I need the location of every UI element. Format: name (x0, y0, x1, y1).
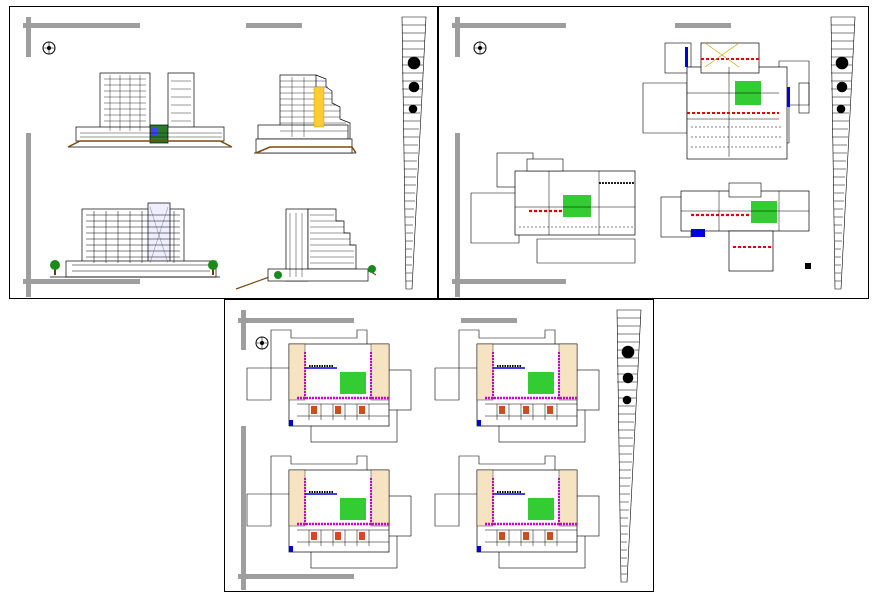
elevation-c (50, 202, 220, 278)
typical-floor-plan-1 (245, 328, 413, 444)
floor-plan-lower-right (660, 182, 811, 272)
grey-band (238, 318, 354, 323)
grey-band (452, 23, 566, 28)
grey-band (23, 279, 140, 284)
sheet-plans (438, 6, 869, 299)
grey-band (455, 133, 460, 297)
elevation-c-windows (72, 206, 210, 272)
elevations-drawing (23, 16, 427, 297)
grey-band (241, 310, 246, 350)
tree-icon (50, 260, 218, 275)
grey-band (26, 17, 31, 57)
grey-band (23, 23, 140, 28)
elevation-d-windows (289, 213, 354, 277)
grey-band (455, 17, 460, 57)
elevation-a-windows (80, 75, 222, 138)
grey-band (241, 426, 246, 590)
typical-floors-drawing (238, 309, 642, 590)
title-block-strip (830, 16, 856, 290)
ground-line (67, 140, 233, 148)
section-b-floors (280, 77, 348, 137)
grey-band (238, 574, 354, 579)
title-block-strip (401, 16, 427, 290)
elevation-d (235, 208, 377, 290)
typical-floor-plan-3 (245, 454, 413, 570)
sheet-elevations (9, 6, 438, 299)
section-b (254, 74, 356, 154)
grey-band (675, 23, 731, 28)
floor-plan-upper (642, 42, 810, 160)
ground-line (255, 146, 357, 154)
grey-band (452, 279, 566, 284)
sheet-typical-floors (224, 299, 654, 592)
typical-floor-plan-2 (433, 328, 601, 444)
north-arrow-icon (255, 336, 269, 350)
grey-band (246, 23, 302, 28)
north-arrow-icon (42, 41, 56, 55)
floor-plan-lower-left (470, 152, 636, 264)
tree-icon (274, 265, 376, 279)
grey-band (26, 133, 31, 297)
title-block-strip (616, 309, 642, 583)
elevation-a (68, 72, 232, 148)
north-arrow-icon (473, 41, 487, 55)
plans-drawing (452, 16, 856, 297)
grey-band (461, 318, 517, 323)
typical-floor-plan-4 (433, 454, 601, 570)
